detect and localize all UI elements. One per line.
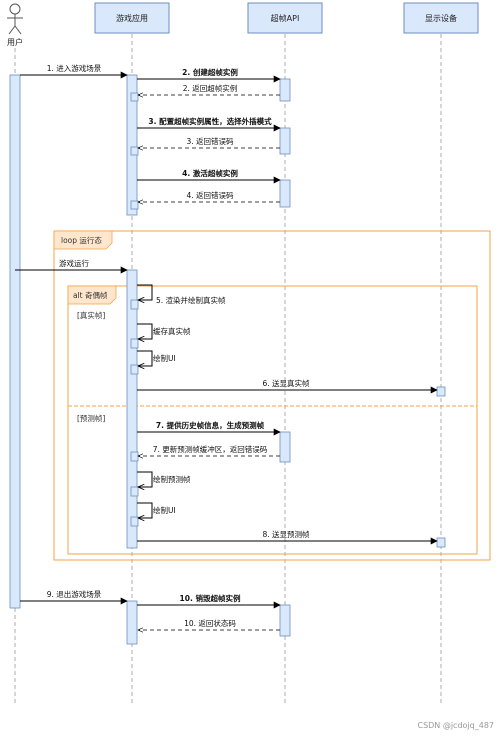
game-activation-1b [130, 146, 139, 156]
participant-api: 超帧API [247, 2, 323, 34]
alt-frame-label: alt 奇偶帧 [73, 290, 108, 300]
msg-6-label: 6. 送显真实帧 [262, 378, 310, 388]
msg-10-label: 10. 销毁超帧实例 [180, 593, 241, 603]
display-activation-1 [436, 386, 446, 397]
self-call-ui2-label: 绘制UI [153, 505, 176, 515]
api-activation-4 [279, 431, 291, 463]
real-frame-guard: [真实帧] [77, 310, 105, 320]
self-call-ui1-label: 绘制UI [153, 353, 176, 363]
self-call-pred-label: 绘制预测帧 [153, 474, 191, 484]
msg-8-label: 8. 送显预测帧 [262, 529, 310, 539]
predicted-frame-guard: [预测帧] [77, 413, 105, 423]
game-activation-1c [130, 200, 139, 210]
loop-fragment: loop 运行态 [53, 230, 491, 561]
user-actor-icon [7, 3, 23, 35]
msg-9-label: 9. 退出游戏场景 [47, 589, 102, 599]
api-activation-5 [279, 604, 291, 637]
user-activation [9, 74, 21, 609]
participant-display: 显示设备 [403, 2, 479, 34]
msg-10-return-label: 10. 返回状态码 [184, 618, 236, 628]
msg-7-return-label: 7. 更新预测帧缓冲区，返回错误码 [153, 444, 268, 454]
game-self-act-2 [130, 338, 139, 349]
self-call-cache-arrow [137, 323, 153, 339]
loop-frame-label: loop 运行态 [61, 235, 102, 245]
participant-display-label: 显示设备 [425, 13, 457, 23]
watermark: CSDN @jcdojq_487 [417, 721, 494, 730]
msg-3-return-label: 3. 返回错误码 [186, 136, 234, 146]
game-activation-2 [126, 269, 138, 549]
self-call-ui1-arrow [137, 350, 153, 366]
api-activation-2 [279, 127, 291, 155]
game-self-act-6 [130, 516, 139, 527]
self-call-pred-arrow [137, 471, 153, 487]
game-self-act-4 [130, 451, 139, 462]
participant-game-label: 游戏应用 [116, 13, 148, 23]
self-call-cache-label: 缓存真实帧 [153, 326, 191, 336]
game-activation-1a [130, 92, 139, 102]
msg-4-return-label: 4. 返回错误码 [186, 190, 234, 200]
api-activation-1 [279, 78, 291, 102]
self-call-5-label: 5. 渲染并绘制真实帧 [156, 295, 226, 305]
self-call-ui2-arrow [137, 502, 153, 518]
msg-4-label: 4. 激活超帧实例 [182, 168, 238, 178]
msg-7-label: 7. 提供历史帧信息，生成预测帧 [156, 420, 265, 430]
game-self-act-5 [130, 486, 139, 497]
msg-2-return-label: 2. 返回超帧实例 [183, 83, 238, 93]
game-activation-1 [126, 74, 138, 216]
api-activation-3 [279, 179, 291, 208]
msg-3-label: 3. 配置超帧实例属性，选择外插模式 [148, 116, 272, 126]
game-activation-3 [126, 600, 138, 645]
participant-api-label: 超帧API [271, 13, 300, 23]
participant-game: 游戏应用 [94, 2, 170, 34]
msg-run-label: 游戏运行 [59, 258, 89, 268]
msg-1-label: 1. 进入游戏场景 [47, 63, 102, 73]
participant-user-label: 用户 [7, 37, 23, 47]
game-self-act-3 [130, 364, 139, 375]
display-activation-2 [436, 537, 446, 548]
msg-2-label: 2. 创建超帧实例 [182, 67, 238, 77]
self-call-5-arrow [137, 284, 153, 300]
game-self-act-1 [130, 299, 139, 310]
